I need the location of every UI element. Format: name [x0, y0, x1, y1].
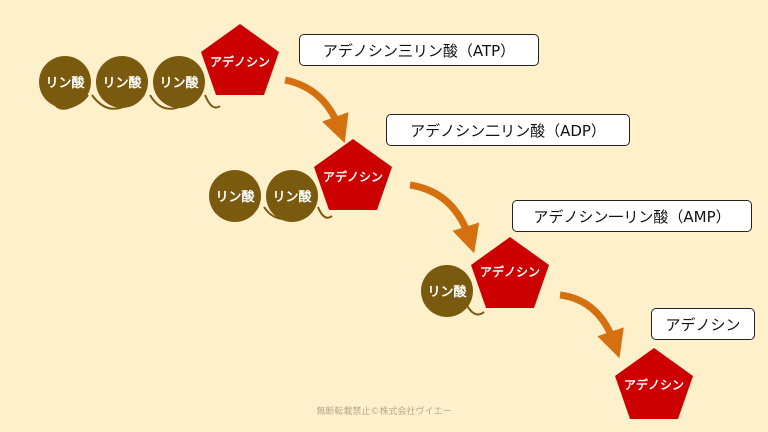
adenosine-pentagon — [615, 348, 693, 419]
phosphate-circle — [266, 170, 318, 222]
amp-label-box: アデノシン一リン酸（AMP） — [512, 200, 752, 232]
phosphate-circle — [421, 265, 473, 317]
phosphate-label: リン酸 — [427, 284, 467, 300]
arrow-atp-to-adp — [284, 76, 349, 144]
atp-label-box: アデノシン三リン酸（ATP） — [299, 34, 539, 66]
phosphate-circle — [39, 56, 91, 108]
adp-molecule: リン酸 リン酸 アデノシン — [209, 139, 392, 222]
phosphate-label: リン酸 — [272, 189, 312, 205]
bond-link — [204, 94, 221, 109]
copyright-footer: 無断転載禁止©株式会社ヴイエー — [316, 407, 452, 417]
arrow-adp-to-amp — [409, 181, 480, 254]
adenosine-pentagon — [201, 24, 279, 95]
phosphate-circle — [96, 56, 148, 108]
phosphate-label: リン酸 — [159, 75, 199, 91]
adenosine-label-box: アデノシン — [651, 308, 755, 340]
adenosine-pentagon — [314, 139, 392, 210]
phosphate-circle — [209, 170, 261, 222]
adenosine-label: アデノシン — [323, 169, 383, 184]
adenosine-label: アデノシン — [480, 264, 540, 279]
phosphate-label: リン酸 — [45, 75, 85, 91]
phosphate-circle — [153, 56, 205, 108]
arrow-amp-to-adenosine — [559, 291, 624, 359]
phosphate-label: リン酸 — [215, 189, 255, 205]
atp-molecule: リン酸 リン酸 リン酸 アデノシン — [39, 24, 279, 110]
adenosine-pentagon — [471, 237, 549, 308]
adenosine-label: アデノシン — [210, 54, 270, 69]
adenosine-label: アデノシン — [624, 377, 684, 392]
bond-link — [317, 206, 333, 219]
adenosine-molecule: アデノシン — [615, 348, 693, 419]
phosphate-label: リン酸 — [102, 75, 142, 91]
amp-molecule: リン酸 アデノシン — [421, 237, 549, 317]
adp-label-box: アデノシン二リン酸（ADP） — [386, 114, 630, 146]
